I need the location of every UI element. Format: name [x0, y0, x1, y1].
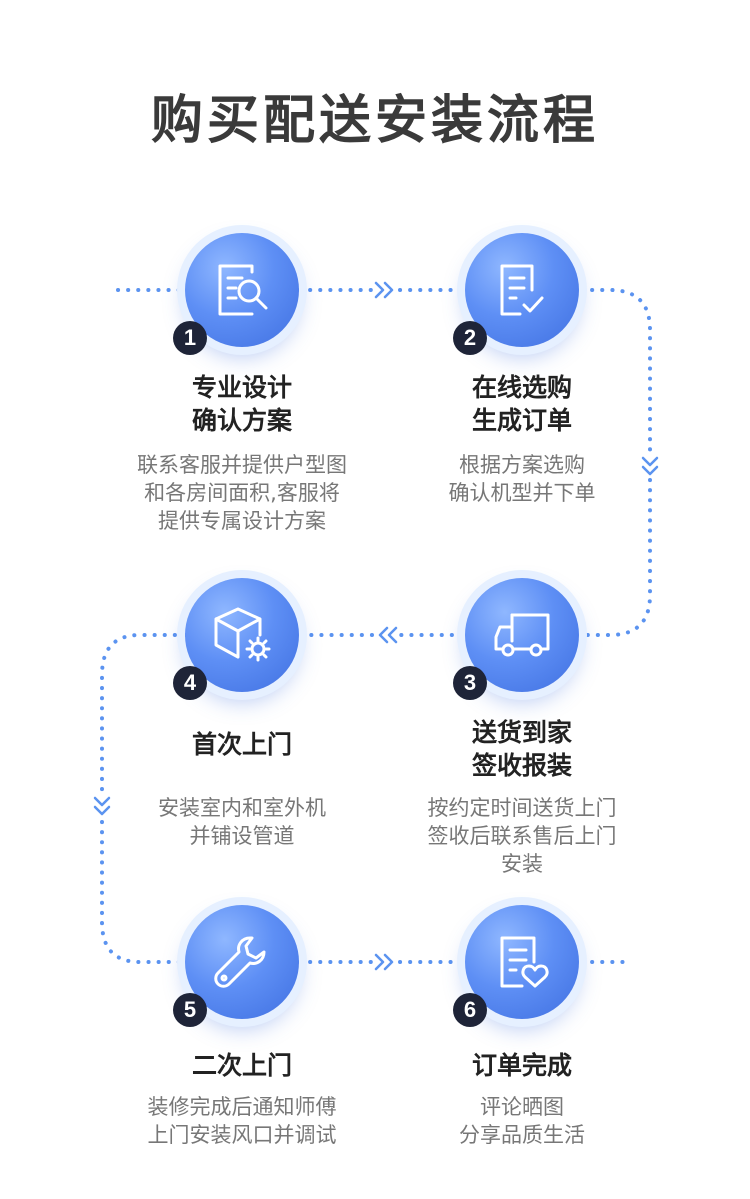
- step-description: 安装室内和室外机 并铺设管道: [158, 796, 326, 848]
- step-title: 首次上门: [191, 730, 292, 759]
- page-title: 购买配送安装流程: [150, 91, 599, 151]
- document-check-icon: [500, 264, 544, 316]
- connector-4-5b: [100, 820, 187, 964]
- step-number-badge: 1: [173, 321, 207, 355]
- document-heart-icon: [500, 936, 549, 988]
- step-title: 二次上门: [191, 1051, 292, 1080]
- step-5-icon-circle: [185, 905, 299, 1019]
- arrow-down-icon: [93, 796, 111, 816]
- arrow-down-icon: [641, 456, 659, 476]
- step-number-badge: 6: [453, 993, 487, 1027]
- step-number-badge: 2: [453, 321, 487, 355]
- document-search-icon: [218, 264, 268, 316]
- step-description: 根据方案选购 确认机型并下单: [448, 453, 596, 505]
- step-description: 按约定时间送货上门 签收后联系售后上门 安装: [427, 796, 617, 876]
- step-title: 在线选购 生成订单: [471, 373, 572, 435]
- step-title: 送货到家 签收报装: [471, 718, 572, 780]
- step-description: 评论晒图 分享品质生活: [459, 1095, 585, 1147]
- step-description: 联系客服并提供户型图 和各房间面积,客服将 提供专属设计方案: [137, 453, 347, 533]
- connector-4-5a: [100, 633, 187, 797]
- arrow-right-icon: [374, 953, 394, 971]
- step-number-badge: 4: [173, 666, 207, 700]
- arrow-left-icon: [378, 626, 398, 644]
- step-title: 订单完成: [471, 1051, 572, 1080]
- step-number-badge: 3: [453, 666, 487, 700]
- step-description: 装修完成后通知师傅 上门安装风口并调试: [147, 1095, 337, 1147]
- arrow-right-icon: [374, 281, 394, 299]
- box-gear-icon: [214, 607, 271, 662]
- step-title: 专业设计 确认方案: [191, 373, 292, 435]
- step-number-badge: 5: [173, 993, 207, 1027]
- truck-icon: [494, 613, 550, 657]
- wrench-icon: [214, 936, 266, 988]
- connector-2-3a: [580, 288, 652, 457]
